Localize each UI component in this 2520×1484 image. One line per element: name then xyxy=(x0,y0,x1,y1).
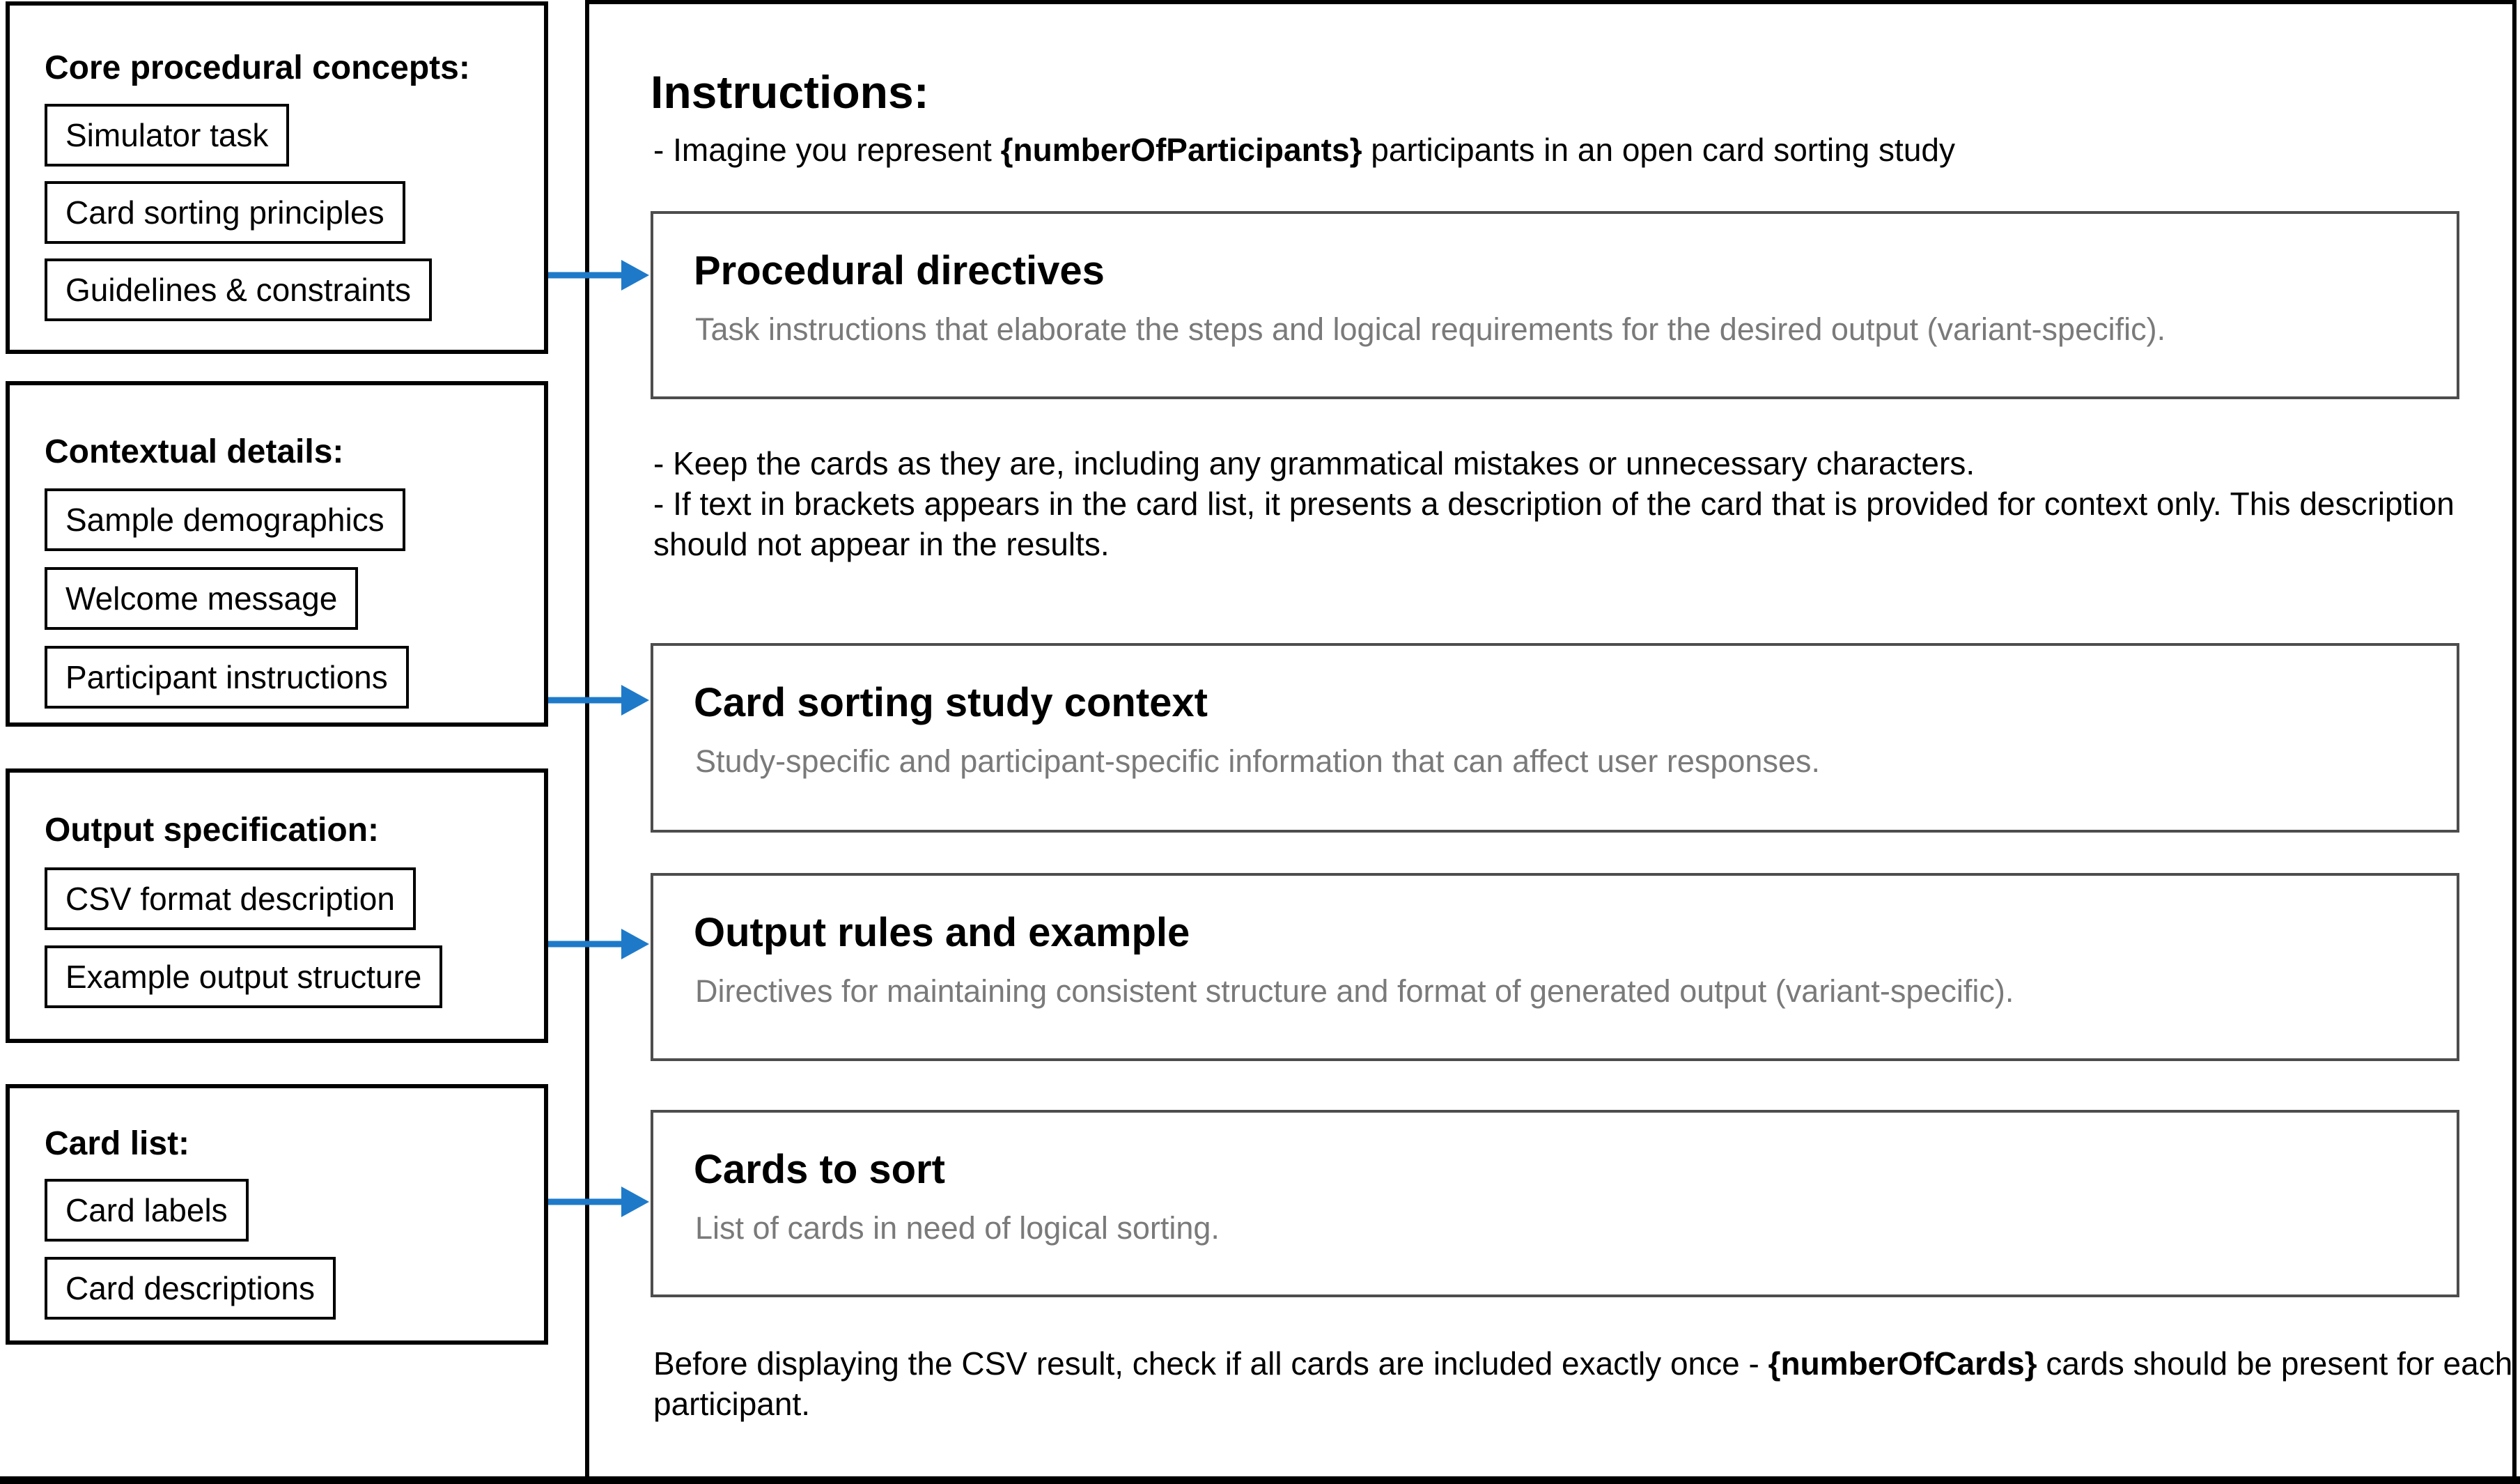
group-box-card-list: Card list: Card labels Card descriptions xyxy=(6,1084,548,1345)
instructions-heading: Instructions: xyxy=(651,66,929,118)
group-title: Card list: xyxy=(45,1125,190,1162)
item-card-labels: Card labels xyxy=(45,1179,249,1242)
intro-suffix: participants in an open card sorting stu… xyxy=(1362,132,1955,168)
card-description: List of cards in need of logical sorting… xyxy=(695,1210,1220,1246)
item-simulator-task: Simulator task xyxy=(45,104,290,167)
card-cards-to-sort: Cards to sort List of cards in need of l… xyxy=(651,1110,2459,1297)
intro-line: - Imagine you represent {numberOfPartici… xyxy=(653,130,1955,170)
note-line-2: - If text in brackets appears in the car… xyxy=(653,486,2455,562)
card-title: Card sorting study context xyxy=(694,680,1208,725)
group-box-output-specification: Output specification: CSV format descrip… xyxy=(6,768,548,1043)
group-title: Output specification: xyxy=(45,812,379,849)
card-output-rules: Output rules and example Directives for … xyxy=(651,873,2459,1061)
intro-variable: {numberOfParticipants} xyxy=(1000,132,1362,168)
item-card-sorting-principles: Card sorting principles xyxy=(45,181,405,244)
intro-prefix: - Imagine you represent xyxy=(653,132,1001,168)
footer-variable: {numberOfCards} xyxy=(1768,1345,2037,1382)
group-title: Contextual details: xyxy=(45,433,344,470)
item-card-descriptions: Card descriptions xyxy=(45,1257,336,1320)
item-csv-format-description: CSV format description xyxy=(45,867,416,930)
item-sample-demographics: Sample demographics xyxy=(45,488,405,551)
notes-block: - Keep the cards as they are, including … xyxy=(653,443,2520,564)
footer-note: Before displaying the CSV result, check … xyxy=(653,1343,2520,1424)
group-box-core-procedural-concepts: Core procedural concepts: Simulator task… xyxy=(6,1,548,354)
card-title: Procedural directives xyxy=(694,248,1105,293)
item-welcome-message: Welcome message xyxy=(45,567,359,630)
group-title: Core procedural concepts: xyxy=(45,49,470,86)
item-guidelines-constraints: Guidelines & constraints xyxy=(45,258,433,321)
card-description: Study-specific and participant-specific … xyxy=(695,743,1820,779)
item-example-output-structure: Example output structure xyxy=(45,945,443,1008)
card-study-context: Card sorting study context Study-specifi… xyxy=(651,643,2459,833)
instructions-panel: Instructions: - Imagine you represent {n… xyxy=(585,0,2517,1476)
card-title: Cards to sort xyxy=(694,1147,945,1192)
group-box-contextual-details: Contextual details: Sample demographics … xyxy=(6,381,548,727)
footer-prefix: Before displaying the CSV result, check … xyxy=(653,1345,1768,1382)
card-description: Task instructions that elaborate the ste… xyxy=(695,311,2166,347)
bottom-border xyxy=(0,1476,2520,1484)
card-title: Output rules and example xyxy=(694,910,1190,955)
item-participant-instructions: Participant instructions xyxy=(45,646,409,709)
note-line-1: - Keep the cards as they are, including … xyxy=(653,445,1975,481)
footer-suffix: cards should be present for each partici… xyxy=(653,1345,2513,1422)
card-description: Directives for maintaining consistent st… xyxy=(695,973,2014,1009)
card-procedural-directives: Procedural directives Task instructions … xyxy=(651,211,2459,399)
